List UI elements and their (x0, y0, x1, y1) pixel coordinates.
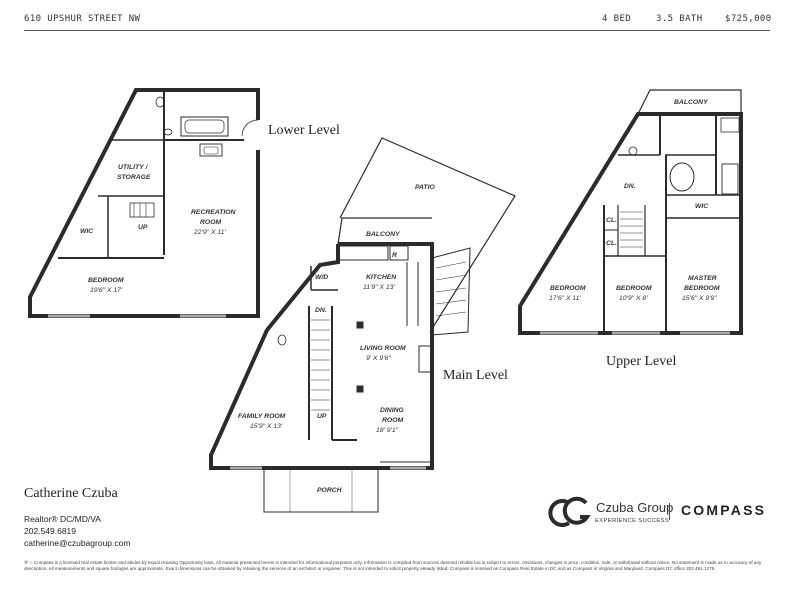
living-room-dimensions: 9' X 9'6" (366, 355, 391, 362)
upper-bedroom-1-label: BEDROOM (550, 285, 586, 292)
agent-title: Realtor® DC/MD/VA (24, 514, 101, 524)
listing-address: 610 UPSHUR STREET NW (24, 14, 141, 24)
master-bedroom-label: MASTER (688, 275, 717, 282)
utility-storage-label-2: STORAGE (117, 174, 151, 181)
czuba-group-logo-mark (548, 496, 591, 527)
lower-wic-label: WIC (80, 228, 93, 235)
utility-storage-label: UTILITY / (118, 164, 148, 171)
main-level-label: Main Level (443, 368, 508, 383)
master-bedroom-label-2: BEDROOM (684, 285, 720, 292)
washer-dryer-label: W/D (315, 274, 328, 281)
porch-label: PORCH (317, 487, 343, 494)
main-stairs-down-label: DN. (315, 307, 327, 314)
upper-stairs-down-label: DN. (624, 183, 636, 190)
upper-bedroom-2-label: BEDROOM (616, 285, 652, 292)
kitchen-label: KITCHEN (366, 274, 397, 281)
agent-name: Catherine Czuba (24, 486, 118, 501)
master-bedroom-dimensions: 15'6" X 9'9" (682, 295, 717, 302)
header-divider (24, 30, 770, 31)
upper-level-label: Upper Level (606, 354, 677, 369)
dining-room-label-2: ROOM (382, 417, 403, 424)
dining-room-label: DINING (380, 407, 405, 414)
agent-phone[interactable]: 202.549.6819 (24, 526, 76, 536)
closet-2-label: CL. (606, 240, 617, 247)
family-room-dimensions: 15'9" X 13' (250, 423, 283, 430)
upper-wic-label: WIC (695, 203, 708, 210)
main-stairs-up-label: UP (317, 413, 327, 420)
compass-logo: COMPASS (681, 502, 767, 518)
bed-count: 4 BED (602, 14, 632, 24)
listing-price: $725,000 (725, 14, 772, 24)
legal-disclaimer: Ⓡ ⌂ Compass is a licensed real estate br… (24, 560, 762, 571)
lower-level-plan (28, 88, 261, 318)
closet-1-label: CL. (606, 217, 617, 224)
upper-bedroom-1-dimensions: 17'6" X 11' (549, 295, 581, 302)
lower-bedroom-dimensions: 19'6" X 17' (90, 287, 123, 294)
range-label: R (392, 252, 397, 259)
family-room-label: FAMILY ROOM (238, 413, 286, 420)
main-balcony-label: BALCONY (366, 231, 401, 238)
upper-bedroom-2-dimensions: 10'9" X 8' (619, 295, 648, 302)
brand-separator (669, 503, 670, 520)
czuba-group-tagline: EXPERIENCE SUCCESS (595, 518, 670, 524)
main-level-plan (209, 137, 516, 513)
dining-room-dimensions: 18' 9'1" (376, 427, 399, 434)
upper-balcony-label: BALCONY (674, 99, 709, 106)
kitchen-dimensions: 11'9" X 13' (363, 284, 395, 291)
czuba-group-name: Czuba Group (596, 500, 674, 515)
recreation-room-label-2: ROOM (200, 219, 221, 226)
lower-level-label: Lower Level (268, 123, 340, 138)
patio-label: PATIO (415, 184, 435, 191)
living-room-label: LIVING ROOM (360, 345, 406, 352)
agent-email[interactable]: catherine@czubagroup.com (24, 538, 131, 548)
upper-level-plan (518, 89, 743, 335)
recreation-room-label: RECREATION (191, 209, 237, 216)
bath-count: 3.5 BATH (656, 14, 703, 24)
recreation-room-dimensions: 22'9" X 11' (193, 229, 226, 236)
lower-bedroom-label: BEDROOM (88, 277, 124, 284)
lower-stairs-up-label: UP (138, 224, 148, 231)
